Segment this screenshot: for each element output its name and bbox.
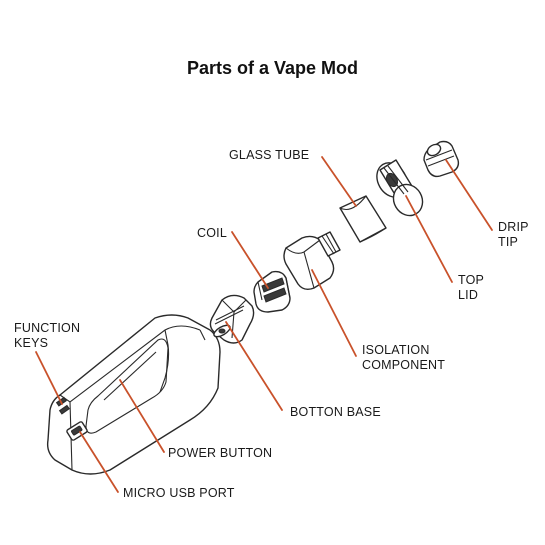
coil-part [253,270,291,313]
label-top-lid: TOP LID [458,273,485,302]
mod-body [46,314,221,475]
label-power-button: POWER BUTTON [168,446,273,460]
leader-power-button [119,379,165,453]
label-function-keys: FUNCTION KEYS [14,321,81,350]
label-botton-base: BOTTON BASE [290,405,381,419]
drip-tip-part [423,140,460,178]
leader-drip-tip [445,159,493,231]
bottom-base-part [209,294,255,344]
leader-top-lid [405,195,453,283]
leader-botton-base [225,321,283,411]
label-glass-tube: GLASS TUBE [229,148,310,162]
label-drip-tip: DRIP TIP [498,220,529,249]
leader-glass-tube [321,156,357,207]
leader-coil [231,231,269,289]
label-isolation-component: ISOLATION COMPONENT [362,343,446,372]
glass-tube-part [339,195,387,243]
leader-micro-usb-port [79,431,119,493]
isolation-component-part [283,231,341,291]
leader-lines [35,156,493,493]
label-coil: COIL [197,226,227,240]
leader-function-keys [35,351,63,405]
page-title: Parts of a Vape Mod [186,58,359,78]
top-lid-part [376,159,424,217]
label-micro-usb-port: MICRO USB PORT [123,486,235,500]
leader-isolation-component [311,269,357,357]
